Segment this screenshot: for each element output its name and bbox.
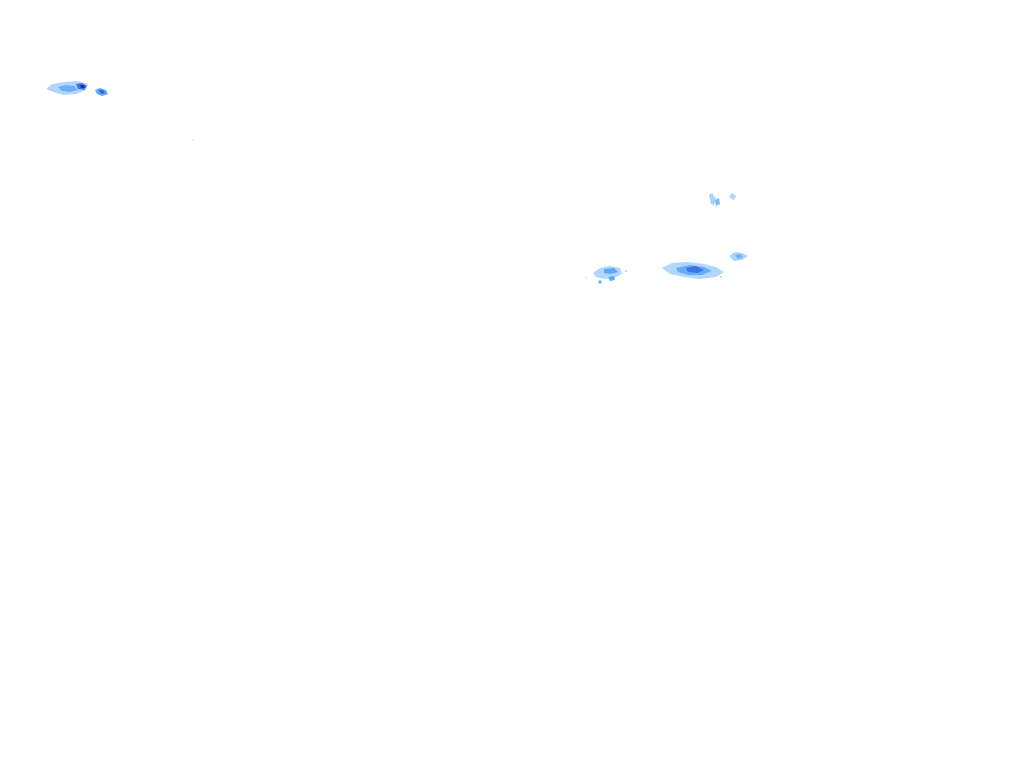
echo-cluster-center-right-main: [662, 262, 724, 279]
echo-cluster-center-right-east: [729, 252, 748, 261]
echo-cluster-top-left: [46, 81, 88, 95]
echo-speck: [192, 139, 194, 141]
echo-cluster-top-left-small: [95, 88, 108, 96]
echo-cluster-upper-right-north: [709, 193, 736, 206]
echo-cluster-center-right-west: [585, 266, 627, 284]
